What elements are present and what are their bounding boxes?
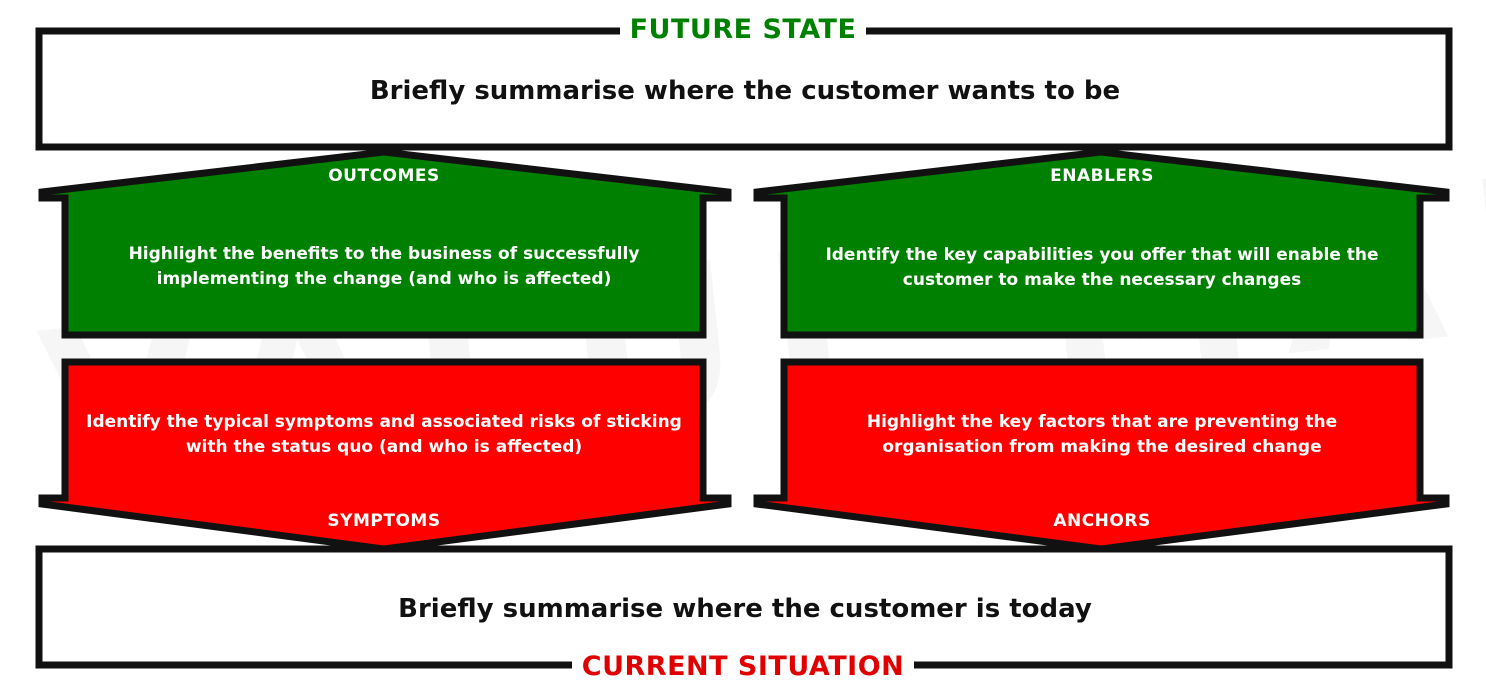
future-state-text: Briefly summarise where the customer wan… [369,76,1121,106]
symptoms-panel-shape [38,358,732,553]
enablers-panel-shape [753,148,1450,339]
outcomes-text: Highlight the benefits to the business o… [128,244,640,289]
symptoms-title: SYMPTOMS [327,511,441,531]
future-state-box [35,27,1453,151]
symptoms-text: Identify the typical symptoms and associ… [86,412,682,457]
future-state-title: FUTURE STATE [619,14,867,45]
current-situation-title: CURRENT SITUATION [571,651,915,682]
current-situation-title-wrap: CURRENT SITUATION [0,651,1486,682]
anchors-title: ANCHORS [1053,511,1151,531]
current-situation-box [35,545,1453,669]
enablers-title: ENABLERS [1050,166,1154,186]
enablers-text: Identify the key capabilities you offer … [825,245,1379,290]
future-state-title-wrap: FUTURE STATE [0,14,1486,45]
anchors-text: Highlight the key factors that are preve… [866,412,1338,457]
outcomes-panel-shape [38,148,732,339]
anchors-panel-shape [753,358,1450,553]
outcomes-title: OUTCOMES [328,166,440,186]
current-situation-text: Briefly summarise where the customer is … [398,594,1092,624]
